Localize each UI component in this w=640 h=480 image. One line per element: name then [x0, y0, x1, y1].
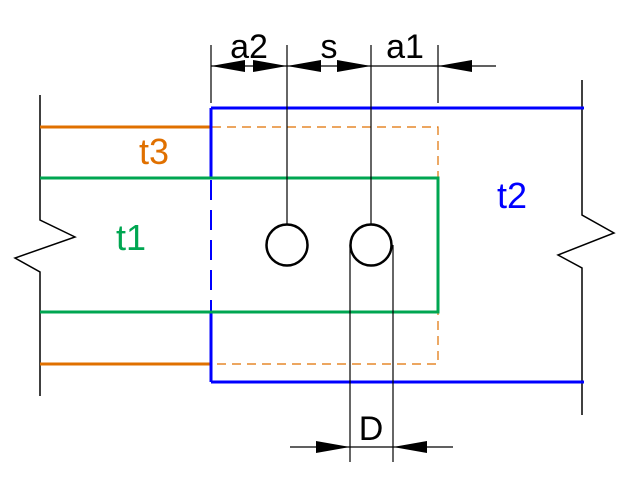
label-t2: t2 — [497, 175, 527, 216]
dim-label-d: D — [359, 410, 384, 448]
arrow-d-right — [393, 441, 427, 453]
arrow-d-left — [316, 441, 350, 453]
label-t1: t1 — [116, 217, 146, 258]
break-lines — [13, 80, 616, 415]
plate-t3 — [40, 125, 439, 366]
dim-label-a2: a2 — [230, 28, 268, 66]
plate-t1 — [40, 176, 440, 314]
arrow-a2-left — [211, 60, 245, 72]
dim-label-a1: a1 — [386, 28, 424, 66]
arrow-a1-right — [438, 60, 472, 72]
extension-lines — [210, 45, 439, 462]
left-break-line — [13, 95, 77, 396]
label-t3: t3 — [139, 131, 169, 172]
arrow-s-right — [337, 60, 371, 72]
dim-label-s: s — [321, 28, 338, 66]
bolt-hole-1 — [265, 223, 309, 267]
plate-t2 — [209, 106, 584, 384]
t1-outline — [40, 176, 440, 314]
top-dimension-line — [211, 60, 496, 72]
t3-hidden-outline — [212, 126, 439, 365]
bottom-dimension-line — [290, 441, 453, 453]
arrow-a2-right — [253, 60, 287, 72]
bolt-hole-2 — [349, 223, 393, 267]
arrow-s-left — [287, 60, 321, 72]
bolt-holes — [265, 223, 393, 267]
right-break-line — [556, 80, 616, 415]
